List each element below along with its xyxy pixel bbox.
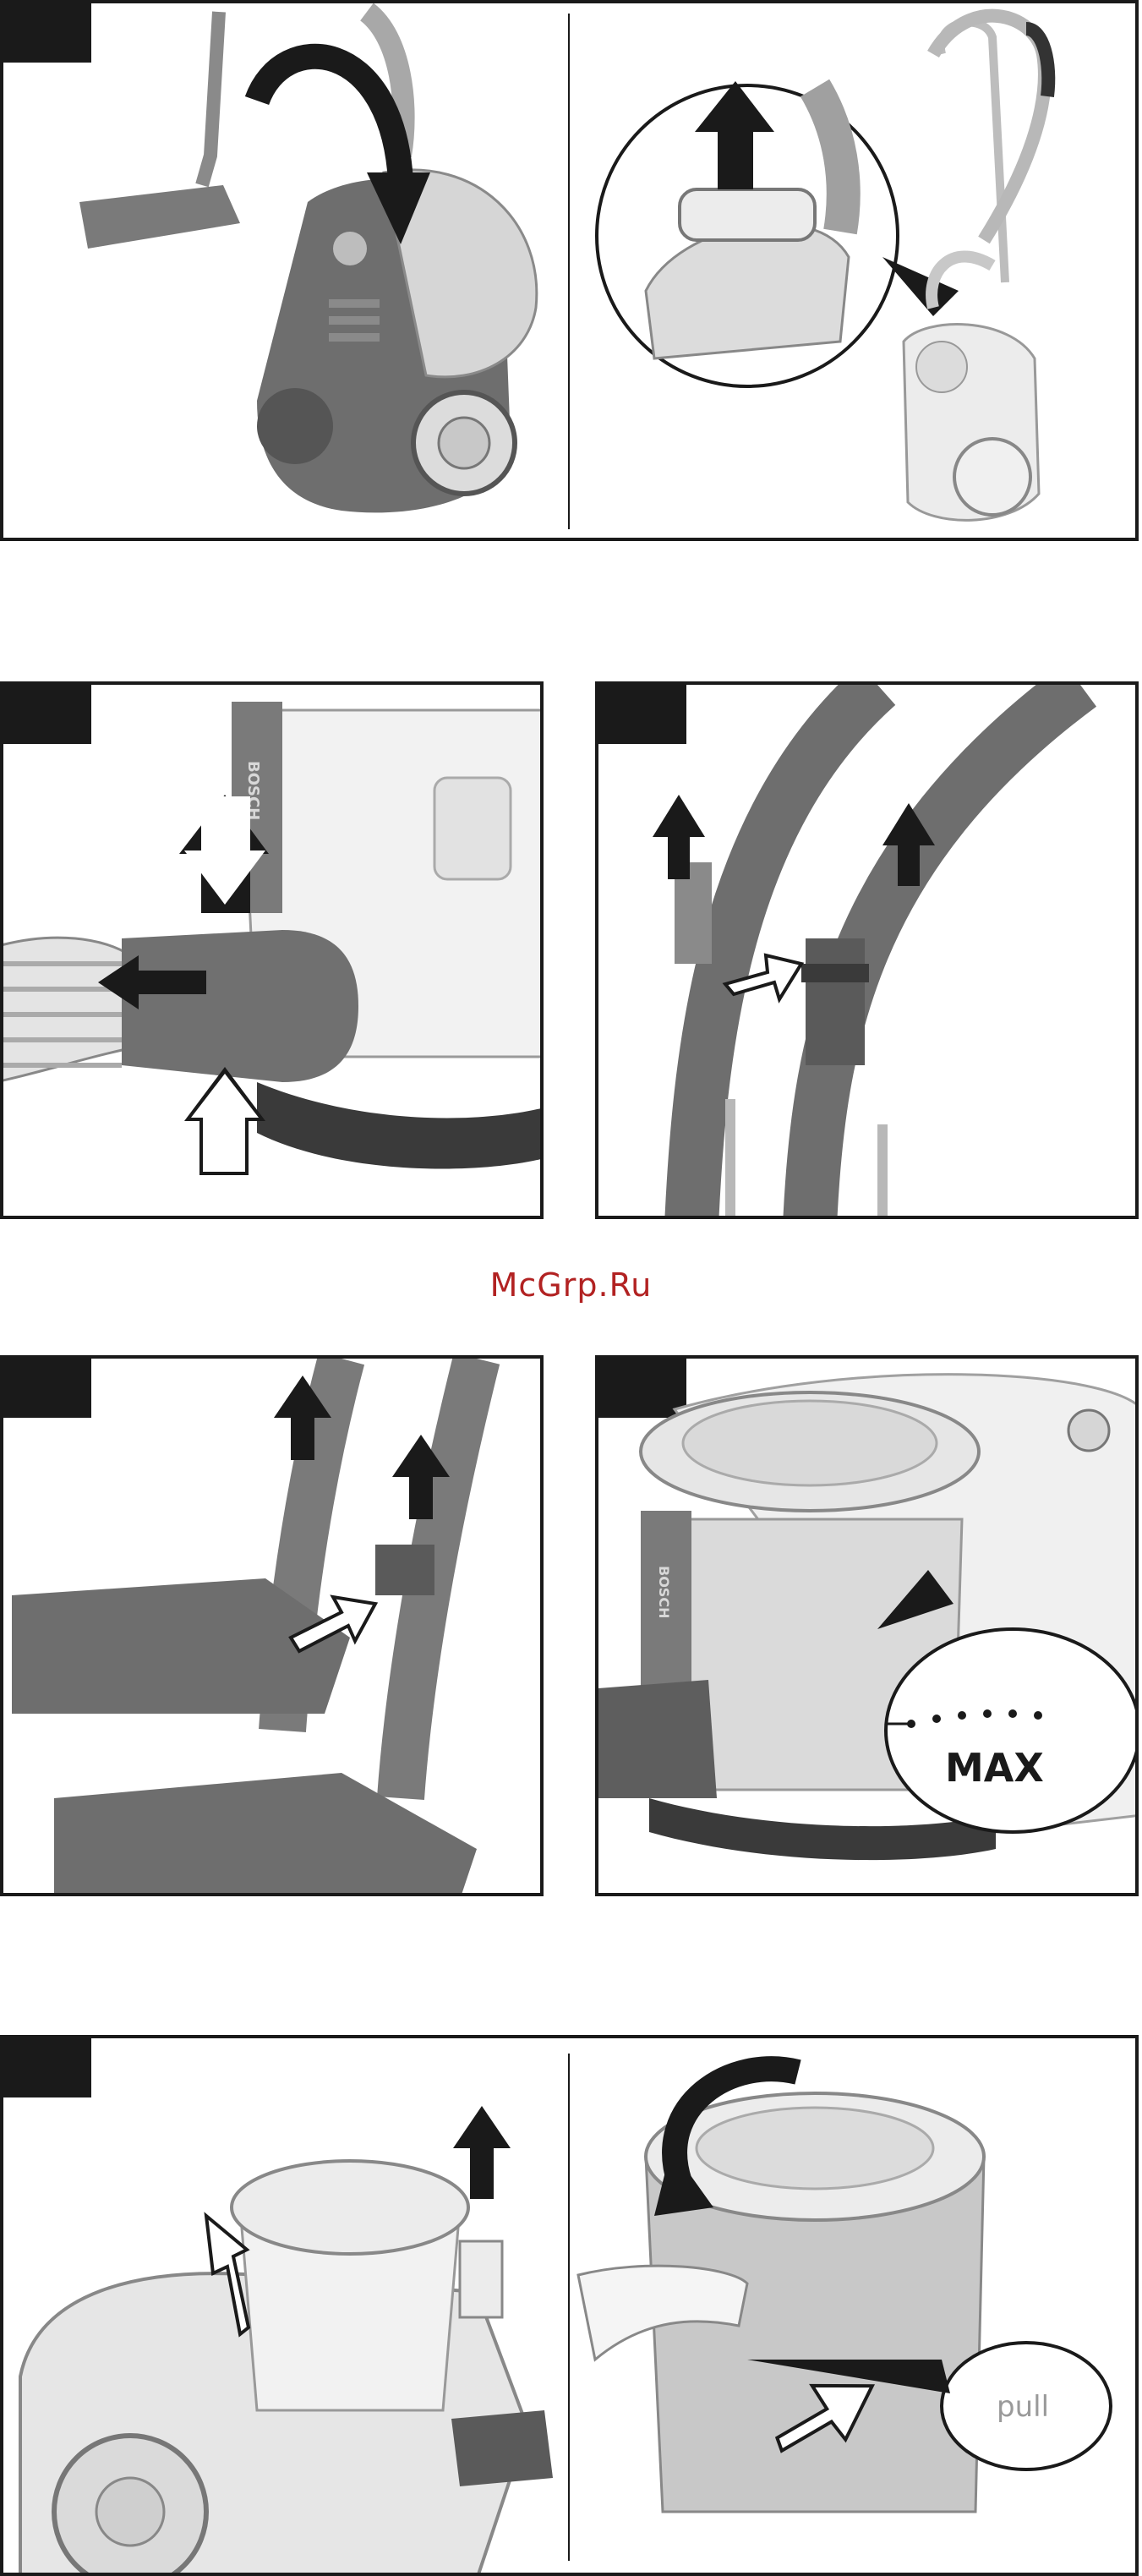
figure-panel-2: BOSCH: [0, 681, 544, 1219]
container-removal-illustration: pull: [3, 2038, 1139, 2576]
max-fill-label: MAX: [945, 1745, 1044, 1791]
figure-panel-6: pull: [0, 2035, 1139, 2576]
tube-release-illustration: [598, 685, 1139, 1219]
dust-container-max-illustration: BOSCH MAX: [598, 1359, 1139, 1896]
figure-panel-1: [0, 0, 1139, 541]
hose-detach-illustration: BOSCH: [3, 685, 544, 1219]
pull-label: pull: [997, 2390, 1049, 2424]
figure-panel-5: BOSCH MAX: [595, 1355, 1139, 1896]
nozzle-release-illustration: [3, 1359, 544, 1896]
brand-label: BOSCH: [656, 1566, 672, 1618]
vacuum-carry-illustration: [3, 3, 1139, 541]
figure-panel-4: [0, 1355, 544, 1896]
watermark: McGrp.Ru: [0, 1266, 1142, 1304]
figure-panel-3: [595, 681, 1139, 1219]
